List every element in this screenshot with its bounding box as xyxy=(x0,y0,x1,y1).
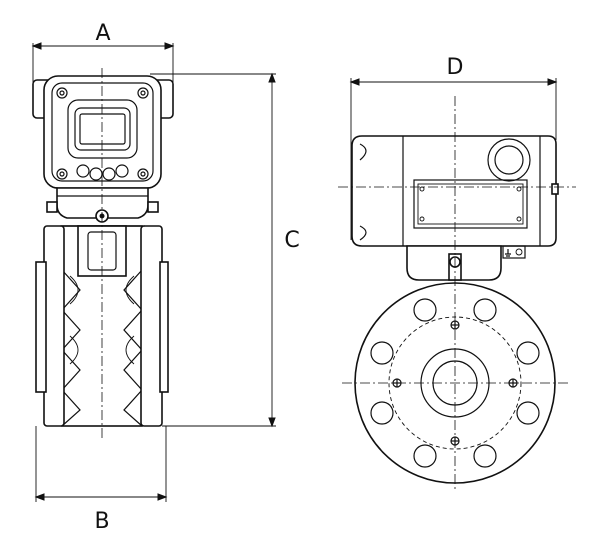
side-view: A C B xyxy=(31,21,300,534)
dimension-b: B xyxy=(34,426,168,534)
dimension-c-label: C xyxy=(284,228,299,253)
dimension-a: A xyxy=(31,21,175,84)
dimension-c: C xyxy=(150,72,300,428)
dimension-d-label: D xyxy=(447,55,464,80)
dimension-b-label: B xyxy=(94,509,109,534)
end-view: D xyxy=(338,55,576,490)
dimension-a-label: A xyxy=(95,21,110,46)
dimension-d: D xyxy=(349,55,558,240)
